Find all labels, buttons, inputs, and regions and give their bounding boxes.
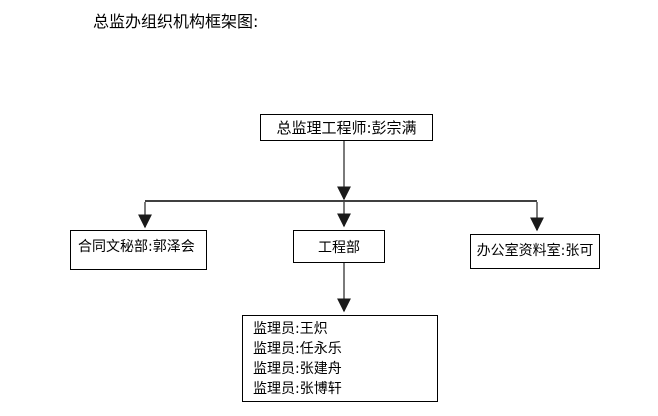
page-title: 总监办组织机构框架图: [93, 12, 259, 31]
org-box-engineering-dept-label: 工程部 [318, 240, 360, 256]
org-box-engineering-dept: 工程部 [293, 230, 385, 263]
supervisor-line: 监理员:张建舟 [253, 361, 342, 377]
org-box-supervisors: 监理员:王炽 监理员:任永乐 监理员:张建舟 监理员:张博轩 [242, 315, 438, 402]
org-box-contract-secretary-dept: 合同文秘部:郭泽会 [70, 230, 207, 270]
supervisor-line: 监理员:张博轩 [253, 381, 342, 397]
org-box-office-archives: 办公室资料室:张可 [470, 234, 600, 269]
org-box-chief-engineer: 总监理工程师:彭宗满 [260, 114, 433, 141]
org-box-contract-secretary-dept-label: 合同文秘部:郭泽会 [78, 239, 195, 255]
org-box-office-archives-label: 办公室资料室:张可 [476, 243, 594, 259]
supervisor-line: 监理员:任永乐 [253, 341, 342, 357]
supervisor-line: 监理员:王炽 [253, 321, 328, 337]
org-box-chief-engineer-label: 总监理工程师:彭宗满 [276, 119, 417, 137]
